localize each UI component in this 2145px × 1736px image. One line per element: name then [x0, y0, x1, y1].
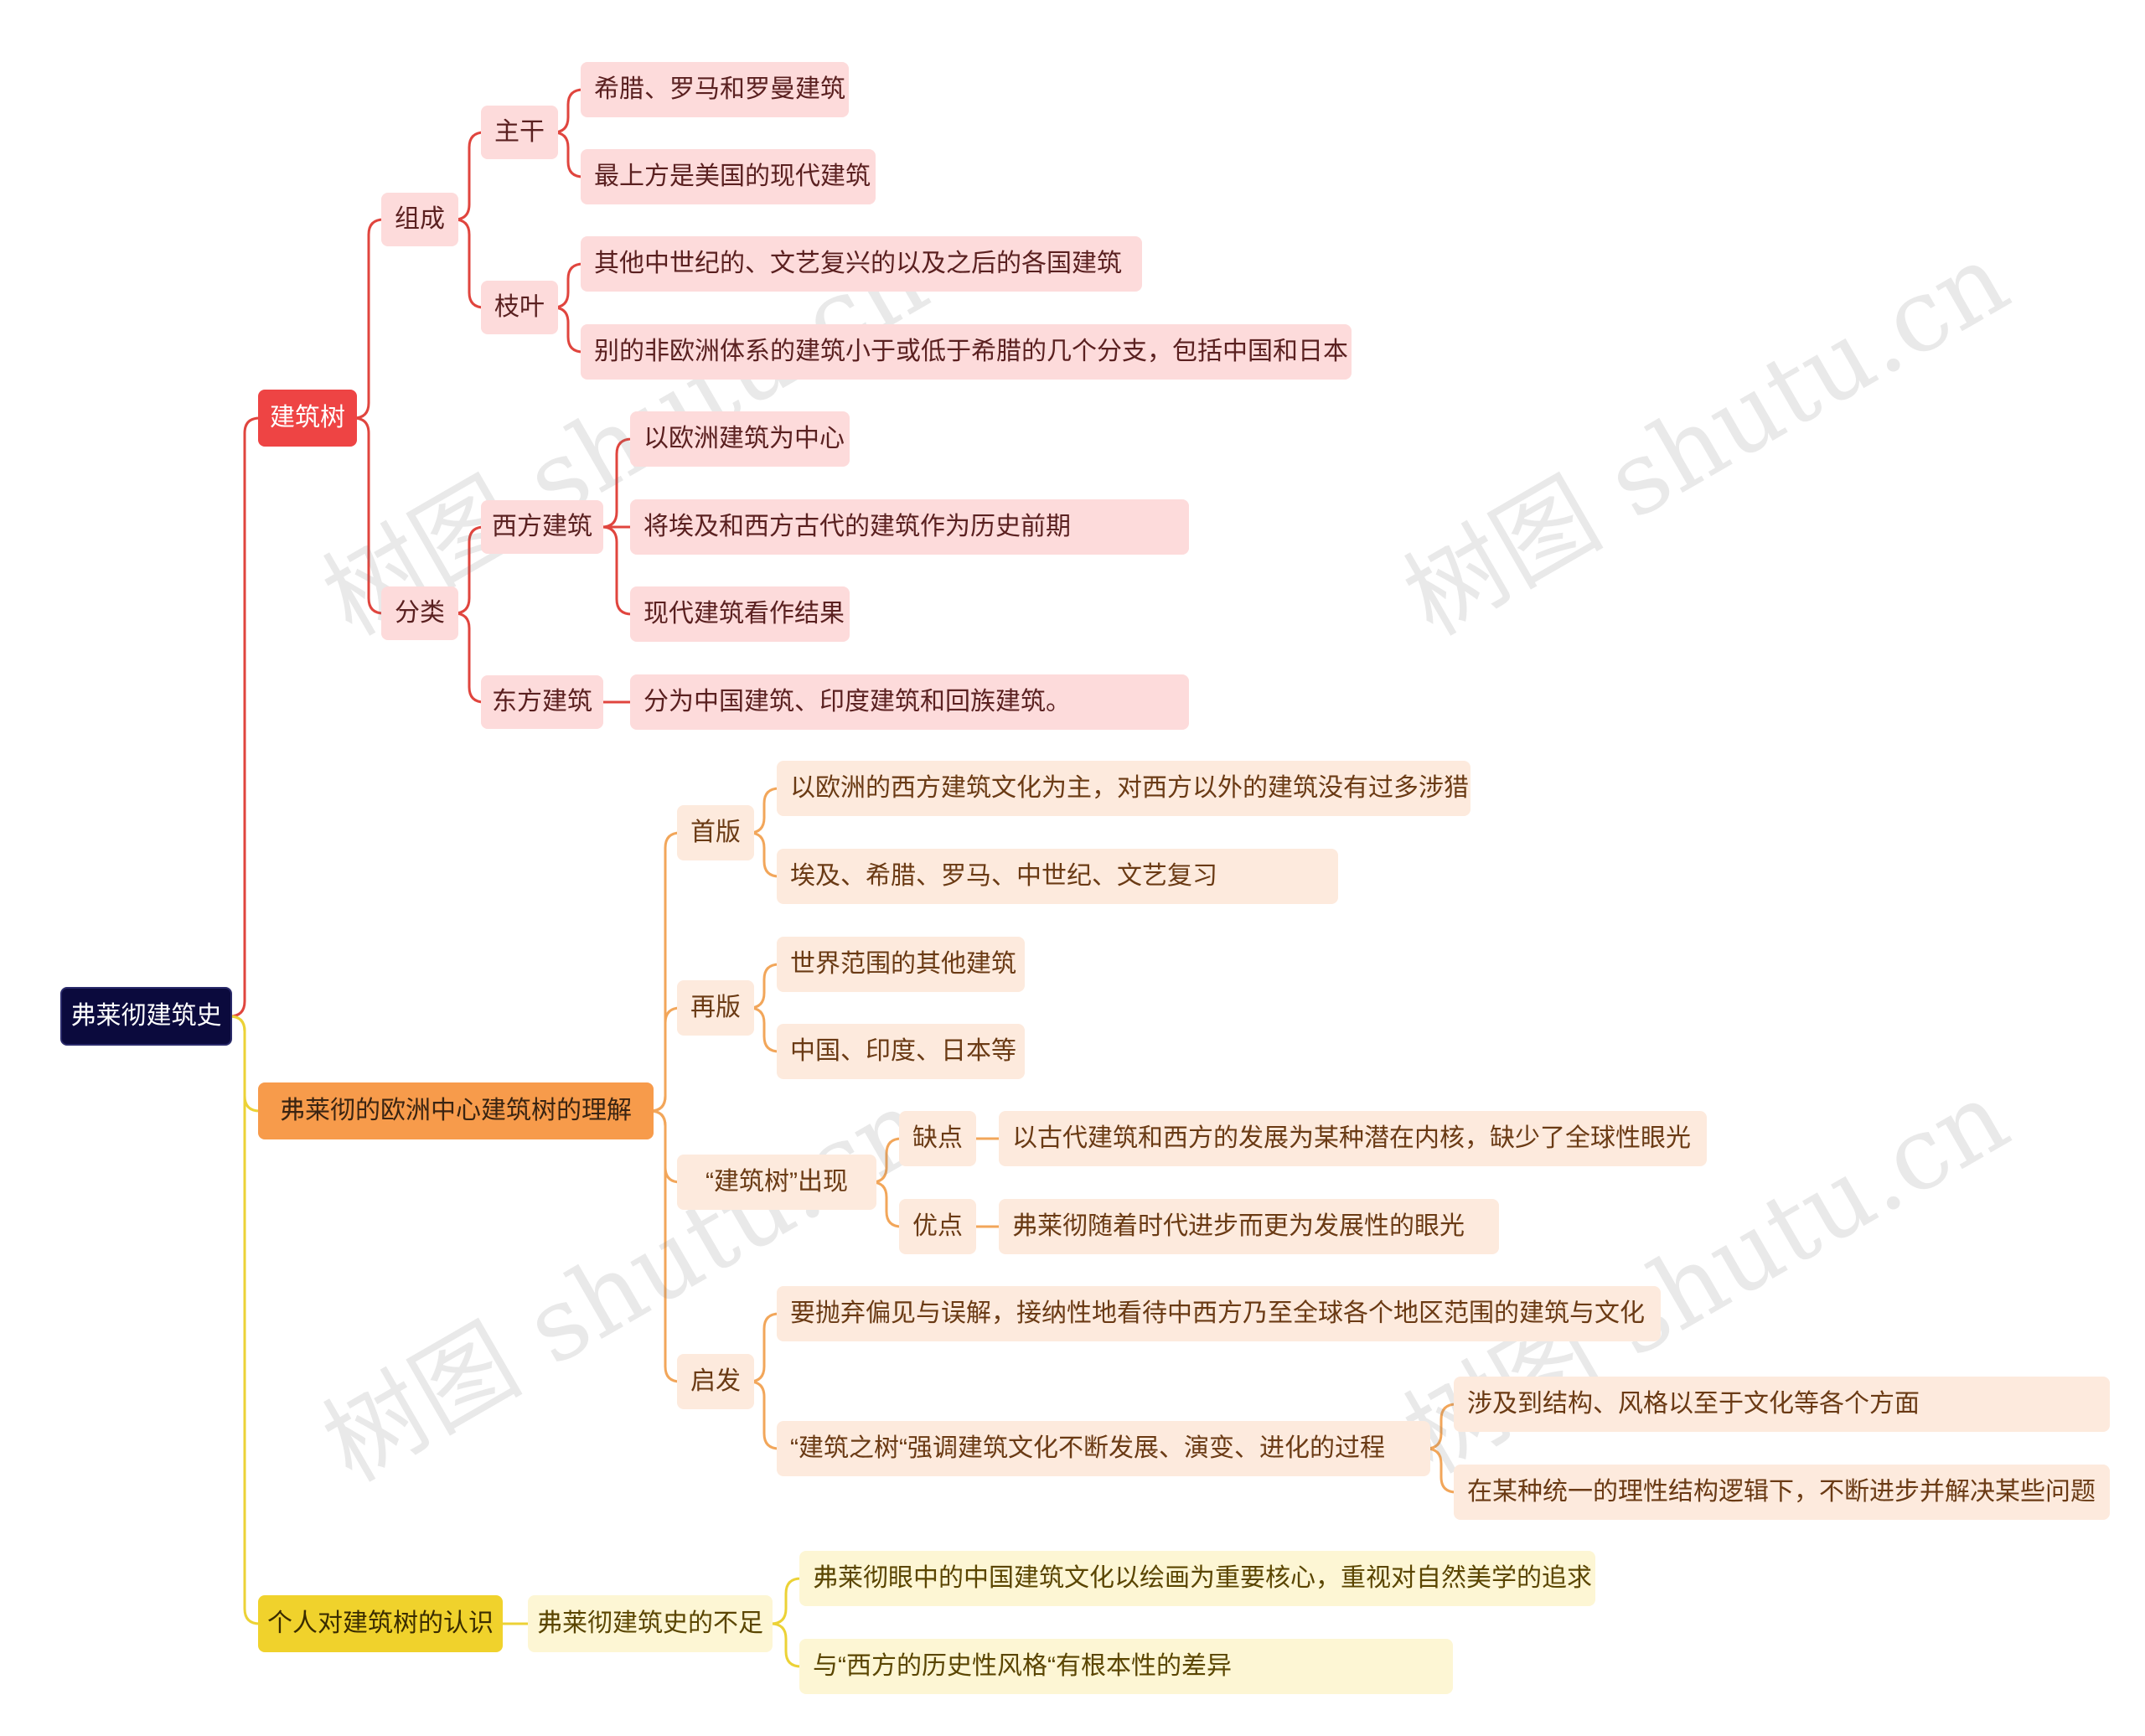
connector-line	[601, 525, 633, 616]
node-second-edition[interactable]: 再版	[677, 980, 754, 1036]
connector-line	[871, 1181, 902, 1228]
leaf-node[interactable]: 其他中世纪的、文艺复兴的以及之后的各国建筑	[581, 236, 1142, 292]
node-shortcoming[interactable]: 缺点	[899, 1111, 976, 1166]
connector-line	[552, 306, 584, 354]
leaf-node[interactable]: 以欧洲建筑为中心	[630, 411, 850, 467]
leaf-node[interactable]: 将埃及和西方古代的建筑作为历史前期	[630, 499, 1189, 555]
node-classification[interactable]: 分类	[381, 586, 458, 640]
leaf-node[interactable]: 在某种统一的理性结构逻辑下，不断进步并解决某些问题	[1454, 1465, 2110, 1520]
connector-line	[770, 1577, 802, 1625]
connector-line	[748, 963, 780, 1010]
node-first-edition[interactable]: 首版	[677, 805, 754, 860]
leaf-node[interactable]: 中国、印度、日本等	[777, 1024, 1025, 1079]
connector-line	[552, 88, 584, 134]
connector-line	[748, 831, 780, 878]
leaf-node[interactable]: 别的非欧洲体系的建筑小于或低于希腊的几个分支，包括中国和日本	[581, 324, 1352, 380]
node-foliage[interactable]: 枝叶	[481, 281, 558, 334]
leaf-node[interactable]: 涉及到结构、风格以至于文化等各个方面	[1454, 1377, 2110, 1432]
root-node[interactable]: 弗莱彻建筑史	[60, 987, 232, 1046]
connector-line	[552, 131, 584, 178]
connector-line	[748, 1006, 780, 1053]
connector-line	[353, 218, 385, 420]
connector-line	[353, 416, 385, 615]
node-eastern-architecture[interactable]: 东方建筑	[481, 675, 603, 729]
branch-node-personal-view[interactable]: 个人对建筑树的认识	[258, 1595, 503, 1652]
node-merit[interactable]: 优点	[899, 1199, 976, 1254]
leaf-node[interactable]: 希腊、罗马和罗曼建筑	[581, 62, 849, 117]
branch-node-understanding[interactable]: 弗莱彻的欧洲中心建筑树的理解	[258, 1082, 654, 1139]
connector-line	[649, 1006, 681, 1113]
leaf-node[interactable]: 埃及、希腊、罗马、中世纪、文艺复习	[777, 849, 1338, 904]
node-tree-of-architecture[interactable]: “建筑之树“强调建筑文化不断发展、演变、进化的过程	[777, 1421, 1430, 1476]
leaf-node[interactable]: 与“西方的历史性风格“有根本性的差异	[799, 1639, 1453, 1694]
connector-line	[552, 262, 584, 309]
leaf-node[interactable]: 分为中国建筑、印度建筑和回族建筑。	[630, 674, 1189, 730]
connector-line	[748, 1380, 780, 1450]
connector-line	[748, 1312, 780, 1383]
connector-line	[601, 437, 633, 529]
branch-node-architecture-tree[interactable]: 建筑树	[258, 390, 357, 447]
connector-line	[871, 1137, 902, 1184]
leaf-node[interactable]: 弗莱彻眼中的中国建筑文化以绘画为重要核心，重视对自然美学的追求	[799, 1551, 1595, 1606]
leaf-node[interactable]: 最上方是美国的现代建筑	[581, 149, 876, 204]
connector-line	[229, 416, 261, 1018]
node-shortcomings-of-fletcher[interactable]: 弗莱彻建筑史的不足	[528, 1595, 773, 1652]
leaf-node[interactable]: 弗莱彻随着时代进步而更为发展性的眼光	[999, 1199, 1499, 1254]
connector-line	[453, 612, 485, 704]
connector-line	[649, 1109, 681, 1383]
leaf-node[interactable]: 世界范围的其他建筑	[777, 937, 1025, 992]
leaf-node[interactable]: 以欧洲的西方建筑文化为主，对西方以外的建筑没有过多涉猎	[777, 761, 1470, 816]
connector-line	[453, 131, 485, 221]
connector-line	[453, 218, 485, 309]
node-composition[interactable]: 组成	[381, 193, 458, 246]
connector-line	[748, 787, 780, 834]
connector-line	[1425, 1403, 1457, 1450]
connector-line	[229, 1015, 261, 1625]
connector-line	[1425, 1447, 1457, 1494]
node-trunk[interactable]: 主干	[481, 106, 558, 159]
leaf-node[interactable]: 要抛弃偏见与误解，接纳性地看待中西方乃至全球各个地区范围的建筑与文化	[777, 1286, 1661, 1341]
connector-line	[770, 1622, 802, 1668]
connector-line	[453, 525, 485, 615]
node-inspiration[interactable]: 启发	[677, 1354, 754, 1409]
leaf-node[interactable]: 现代建筑看作结果	[630, 586, 850, 642]
node-tree-appears[interactable]: “建筑树”出现	[677, 1155, 876, 1210]
node-western-architecture[interactable]: 西方建筑	[481, 500, 603, 554]
leaf-node[interactable]: 以古代建筑和西方的发展为某种潜在内核，缺少了全球性眼光	[999, 1111, 1707, 1166]
